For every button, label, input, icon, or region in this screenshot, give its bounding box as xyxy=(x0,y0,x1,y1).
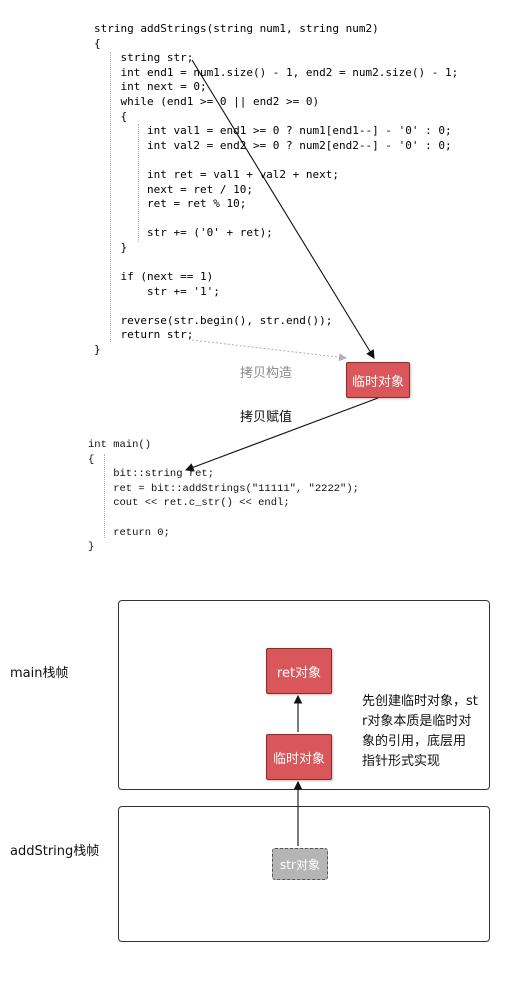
add-strings-code: string addStrings(string num1, string nu… xyxy=(94,22,458,358)
code-line: } xyxy=(94,343,101,357)
code-line: } xyxy=(88,541,95,554)
addstring-stack-frame xyxy=(118,806,490,942)
code-line: } xyxy=(94,240,128,254)
code-line: int val2 = end2 >= 0 ? num2[end2--] - '0… xyxy=(94,138,452,152)
code-line: int ret = val1 + val2 + next; xyxy=(94,167,340,181)
temp-object-box: 临时对象 xyxy=(346,362,410,398)
ret-object-box: ret对象 xyxy=(266,648,332,694)
code-line: while (end1 >= 0 || end2 >= 0) xyxy=(94,94,320,108)
code-line: reverse(str.begin(), str.end()); xyxy=(94,313,333,327)
code-line: { xyxy=(94,36,101,50)
main-frame-label: main栈帧 xyxy=(10,666,69,681)
code-line: str += '1'; xyxy=(94,284,220,298)
indent-guide xyxy=(138,124,139,242)
code-line: cout << ret.c_str() << endl; xyxy=(88,497,290,510)
temp-object-box-bottom: 临时对象 xyxy=(266,734,332,780)
str-object-box: str对象 xyxy=(272,848,328,880)
code-line xyxy=(94,256,458,271)
main-stack-frame xyxy=(118,600,490,790)
main-code: int main(){ bit::string ret; ret = bit::… xyxy=(88,438,359,555)
indent-guide xyxy=(104,454,105,538)
code-line: string addStrings(string num1, string nu… xyxy=(94,22,379,35)
code-line: { xyxy=(94,109,128,123)
code-line: return str; xyxy=(94,328,194,342)
code-line xyxy=(94,299,458,314)
code-line xyxy=(88,511,359,526)
code-line: { xyxy=(88,453,95,466)
explanation-note: 先创建临时对象，str对象本质是临时对象的引用，底层用指针形式实现 xyxy=(362,694,478,769)
code-line: return 0; xyxy=(88,526,170,539)
copy-construct-label: 拷贝构造 xyxy=(240,366,293,381)
code-line xyxy=(94,153,458,168)
code-line xyxy=(94,212,458,227)
code-line: int end1 = num1.size() - 1, end2 = num2.… xyxy=(94,65,459,79)
code-line: ret = bit::addStrings("11111", "2222"); xyxy=(88,482,359,495)
indent-guide xyxy=(110,52,111,342)
code-line: int next = 0; xyxy=(94,80,207,94)
addstring-frame-label: addString栈帧 xyxy=(10,844,100,859)
code-line: int val1 = end1 >= 0 ? num1[end1--] - '0… xyxy=(94,124,452,138)
code-line: str += ('0' + ret); xyxy=(94,226,273,240)
code-line: next = ret / 10; xyxy=(94,182,253,196)
code-line: bit::string ret; xyxy=(88,468,215,481)
code-line: ret = ret % 10; xyxy=(94,197,247,211)
code-line: string str; xyxy=(94,51,194,65)
code-line: if (next == 1) xyxy=(94,270,214,284)
code-line: int main() xyxy=(88,439,152,451)
copy-assign-label: 拷贝赋值 xyxy=(240,410,293,425)
